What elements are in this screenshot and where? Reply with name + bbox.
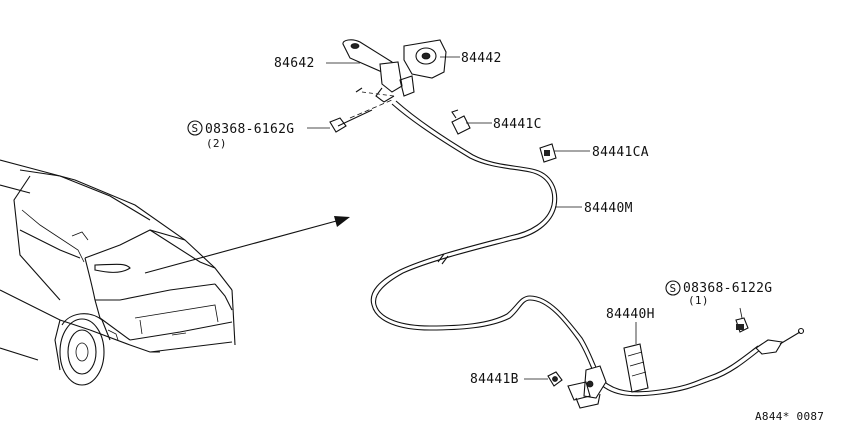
label-84642: 84642 xyxy=(274,56,315,71)
label-84440M: 84440M xyxy=(584,201,633,216)
label-08368-6162G-qty: (2) xyxy=(206,137,227,150)
pointer-arrow xyxy=(144,216,350,274)
label-08368-6162G: 08368-6162G xyxy=(205,122,294,137)
label-84441CA: 84441CA xyxy=(592,145,649,160)
cable-84440H xyxy=(595,327,805,397)
svg-text:S: S xyxy=(192,122,199,135)
clip-84441CA xyxy=(539,143,557,163)
clip-84441C xyxy=(451,109,471,135)
screw-symbol-1: S xyxy=(187,120,203,136)
bolt-08368-6162G xyxy=(329,87,395,133)
bracket-84442 xyxy=(399,39,447,97)
label-08368-6122G: 08368-6122G xyxy=(683,281,772,296)
leader-lines xyxy=(307,56,743,380)
screw-symbol-2: S xyxy=(665,280,681,296)
cable-84440M xyxy=(370,100,601,379)
opener-lever-84642 xyxy=(342,39,403,103)
diagram-code: A844* 0087 xyxy=(755,410,824,423)
label-84440H: 84440H xyxy=(606,307,655,322)
car-illustration xyxy=(0,159,236,386)
svg-text:S: S xyxy=(670,282,677,295)
grommet-84441B xyxy=(547,371,563,387)
label-08368-6122G-qty: (1) xyxy=(688,294,709,307)
label-84441B: 84441B xyxy=(470,372,519,387)
trunk-lock-assembly xyxy=(567,365,607,409)
label-84441C: 84441C xyxy=(493,117,542,132)
bolt-08368-6122G xyxy=(735,317,749,333)
label-84442: 84442 xyxy=(461,51,502,66)
pad-84440H xyxy=(623,343,649,393)
